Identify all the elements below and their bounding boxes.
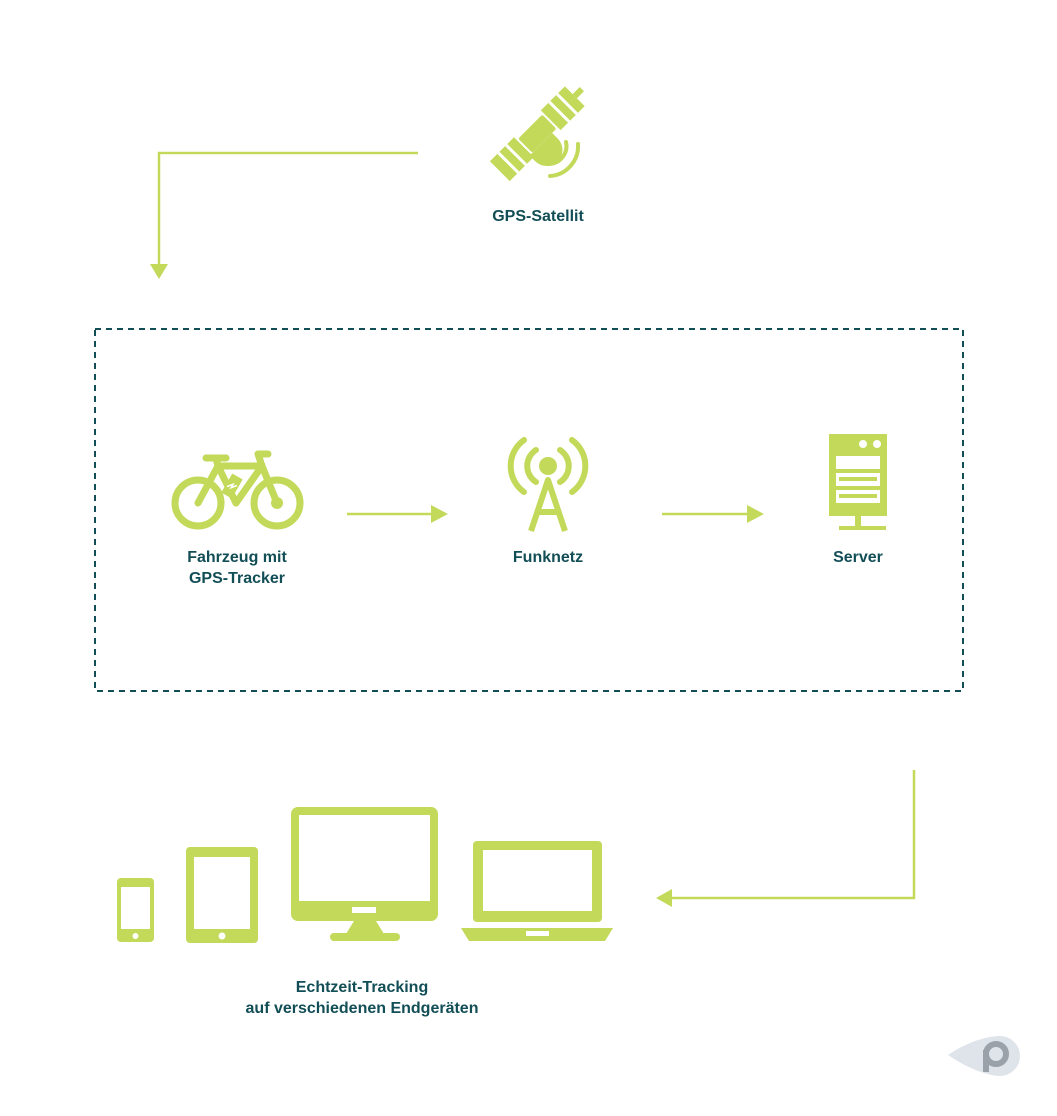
arrowhead-left [656,889,672,907]
bicycle-icon [171,450,304,530]
arrowhead-right [431,505,448,523]
arrow-server-to-devices [670,770,916,900]
monitor-icon [291,807,438,941]
satellite-icon [489,86,585,182]
smartphone-icon [117,878,154,942]
vehicle-label-line2: GPS-Tracker [188,570,286,587]
battery-icon [221,473,243,499]
brand-logo-icon [948,1036,1020,1076]
satellite-label: GPS-Satellit [492,208,584,225]
vehicle-label: Fahrzeug mit GPS-Tracker [137,547,337,589]
devices-label-line2: auf verschiedenen Endgeräten [245,1000,479,1017]
laptop-icon [461,841,613,941]
server-icon [829,434,887,530]
network-label: Funknetz [512,549,584,566]
devices-label: Echtzeit-Tracking auf verschiedenen Endg… [212,977,512,1019]
arrow-satellite-to-vehicle [157,151,418,265]
system-frame [94,328,964,692]
devices-label-line1: Echtzeit-Tracking [295,979,429,996]
arrowhead-right [747,505,764,523]
satellite-signal-waves [546,140,581,178]
vehicle-label-line1: Fahrzeug mit [187,549,287,566]
server-label: Server [833,549,883,566]
tablet-icon [186,847,258,943]
arrowhead-down [150,264,168,279]
antenna-icon [507,437,589,532]
bicycle-hub [271,497,283,509]
